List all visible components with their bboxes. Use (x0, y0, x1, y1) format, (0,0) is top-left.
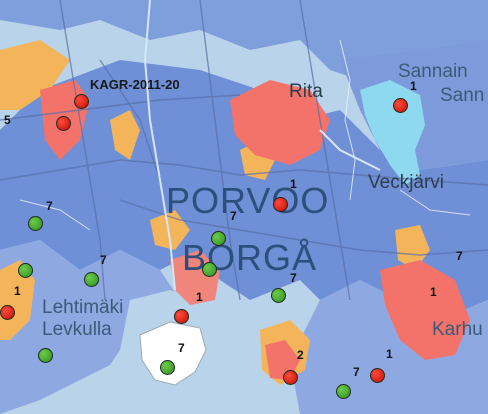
marker-green-s4[interactable] (336, 384, 351, 399)
road-network (0, 0, 488, 301)
marker-green-w1[interactable] (28, 216, 43, 231)
marker-green-island[interactable] (160, 360, 175, 375)
marker-number: 5 (4, 113, 11, 127)
city-label-fi: PORVOO (166, 180, 330, 221)
marker-number: 1 (290, 177, 297, 191)
marker-number: 1 (14, 284, 21, 298)
land-zone-west (0, 240, 180, 414)
district-label-sannainen-fi: Sannain (398, 61, 468, 82)
marker-number: 1 (410, 79, 417, 93)
marker-red-nw[interactable] (56, 116, 71, 131)
marker-red-c4[interactable] (174, 309, 189, 324)
marker-green-c2[interactable] (202, 262, 217, 277)
district-label-levkulla: Levkulla (42, 319, 112, 340)
red-zone-karhu (380, 260, 470, 360)
land-zone-east (290, 280, 488, 414)
marker-number: 7 (456, 249, 463, 263)
river-lines (143, 0, 381, 291)
orange-zone-w (0, 260, 35, 340)
marker-red-kagr[interactable] (74, 94, 89, 109)
marker-red-s3[interactable] (370, 368, 385, 383)
marker-red-s2[interactable] (283, 370, 298, 385)
red-zone-rita (230, 80, 330, 165)
marker-number: 7 (230, 209, 237, 223)
cyan-zone-lake (360, 80, 425, 185)
district-label-rita: Rita (289, 81, 323, 102)
orange-zone-nw (0, 40, 70, 110)
marker-number: 1 (196, 290, 203, 304)
marker-number: 7 (100, 253, 107, 267)
marker-red-sannainen[interactable] (393, 98, 408, 113)
marker-number: 7 (46, 199, 53, 213)
district-label-lehtimaki: Lehtimäki (42, 297, 124, 318)
marker-number: 7 (178, 341, 185, 355)
marker-red-w4[interactable] (0, 305, 15, 320)
district-label-karhu: Karhu (432, 319, 483, 340)
marker-number: 1 (386, 347, 393, 361)
marker-green-w3[interactable] (84, 272, 99, 287)
marker-number: 7 (353, 365, 360, 379)
marker-number: 2 (297, 348, 304, 362)
orange-zone-e (395, 225, 430, 270)
survey-code-label: KAGR-2011-20 (90, 77, 180, 92)
marker-green-w2[interactable] (18, 263, 33, 278)
marker-red-porvoo[interactable] (273, 197, 288, 212)
orange-zone-river (110, 110, 140, 160)
marker-number: 7 (290, 271, 297, 285)
district-label-sannainen-sv: Sann (440, 85, 485, 106)
district-label-veckjarvi: Veckjärvi (368, 172, 445, 193)
island-white (139, 321, 207, 386)
marker-green-s1[interactable] (38, 348, 53, 363)
marker-number: 1 (430, 285, 437, 299)
marker-green-c1[interactable] (211, 231, 226, 246)
white-detail-lines (19, 39, 471, 231)
marker-green-c3[interactable] (271, 288, 286, 303)
